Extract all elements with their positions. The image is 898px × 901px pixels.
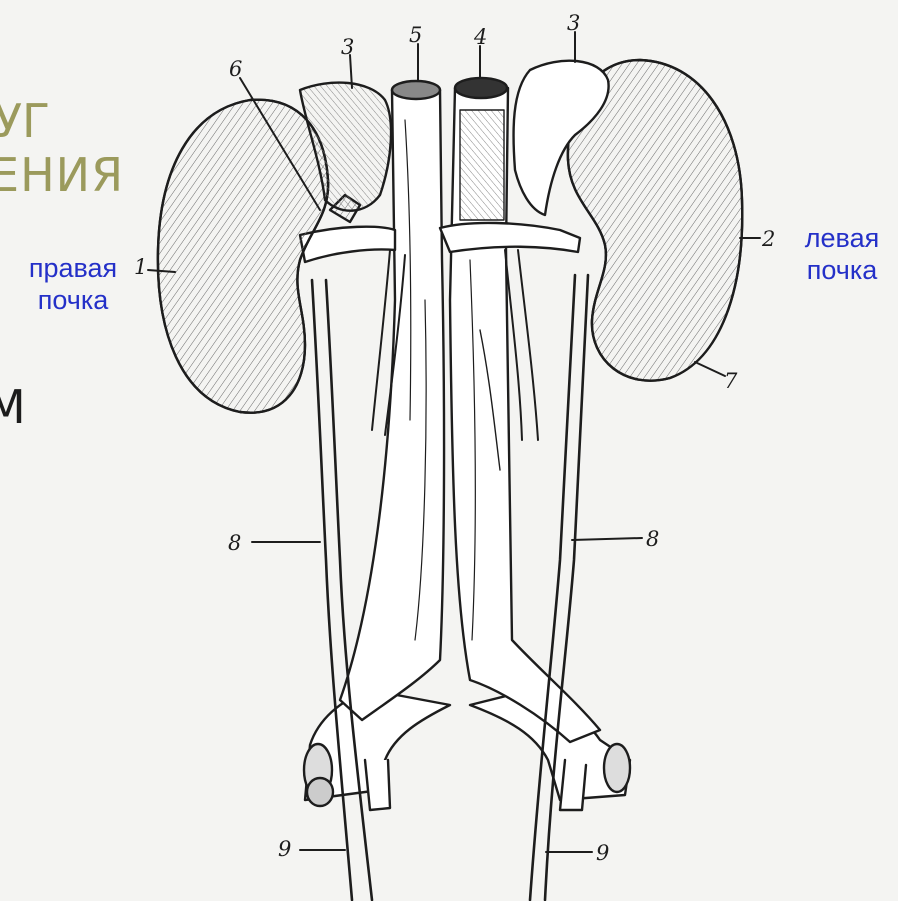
label-1: 1	[134, 255, 147, 279]
label-9-right-ureter: 9	[278, 837, 291, 861]
right-kidney	[158, 100, 328, 413]
caption-right-kidney: правая почка	[18, 252, 128, 316]
label-5: 5	[409, 23, 422, 47]
caption-right-kidney-line2: почка	[18, 284, 128, 316]
caption-left-kidney-line2: почка	[790, 254, 894, 286]
caption-left-kidney-line1: левая	[790, 222, 894, 254]
label-8-left-ureter: 8	[646, 527, 659, 551]
label-3-right-adrenal: 3	[341, 35, 354, 59]
label-9-left-ureter: 9	[596, 841, 609, 865]
label-4: 4	[473, 25, 487, 49]
label-3-left-adrenal: 3	[567, 11, 580, 35]
caption-left-kidney: левая почка	[790, 222, 894, 286]
label-7: 7	[724, 369, 738, 393]
label-6: 6	[229, 57, 242, 81]
caption-right-kidney-line1: правая	[18, 252, 128, 284]
label-8-right-ureter: 8	[228, 531, 241, 555]
label-2: 2	[761, 227, 775, 251]
